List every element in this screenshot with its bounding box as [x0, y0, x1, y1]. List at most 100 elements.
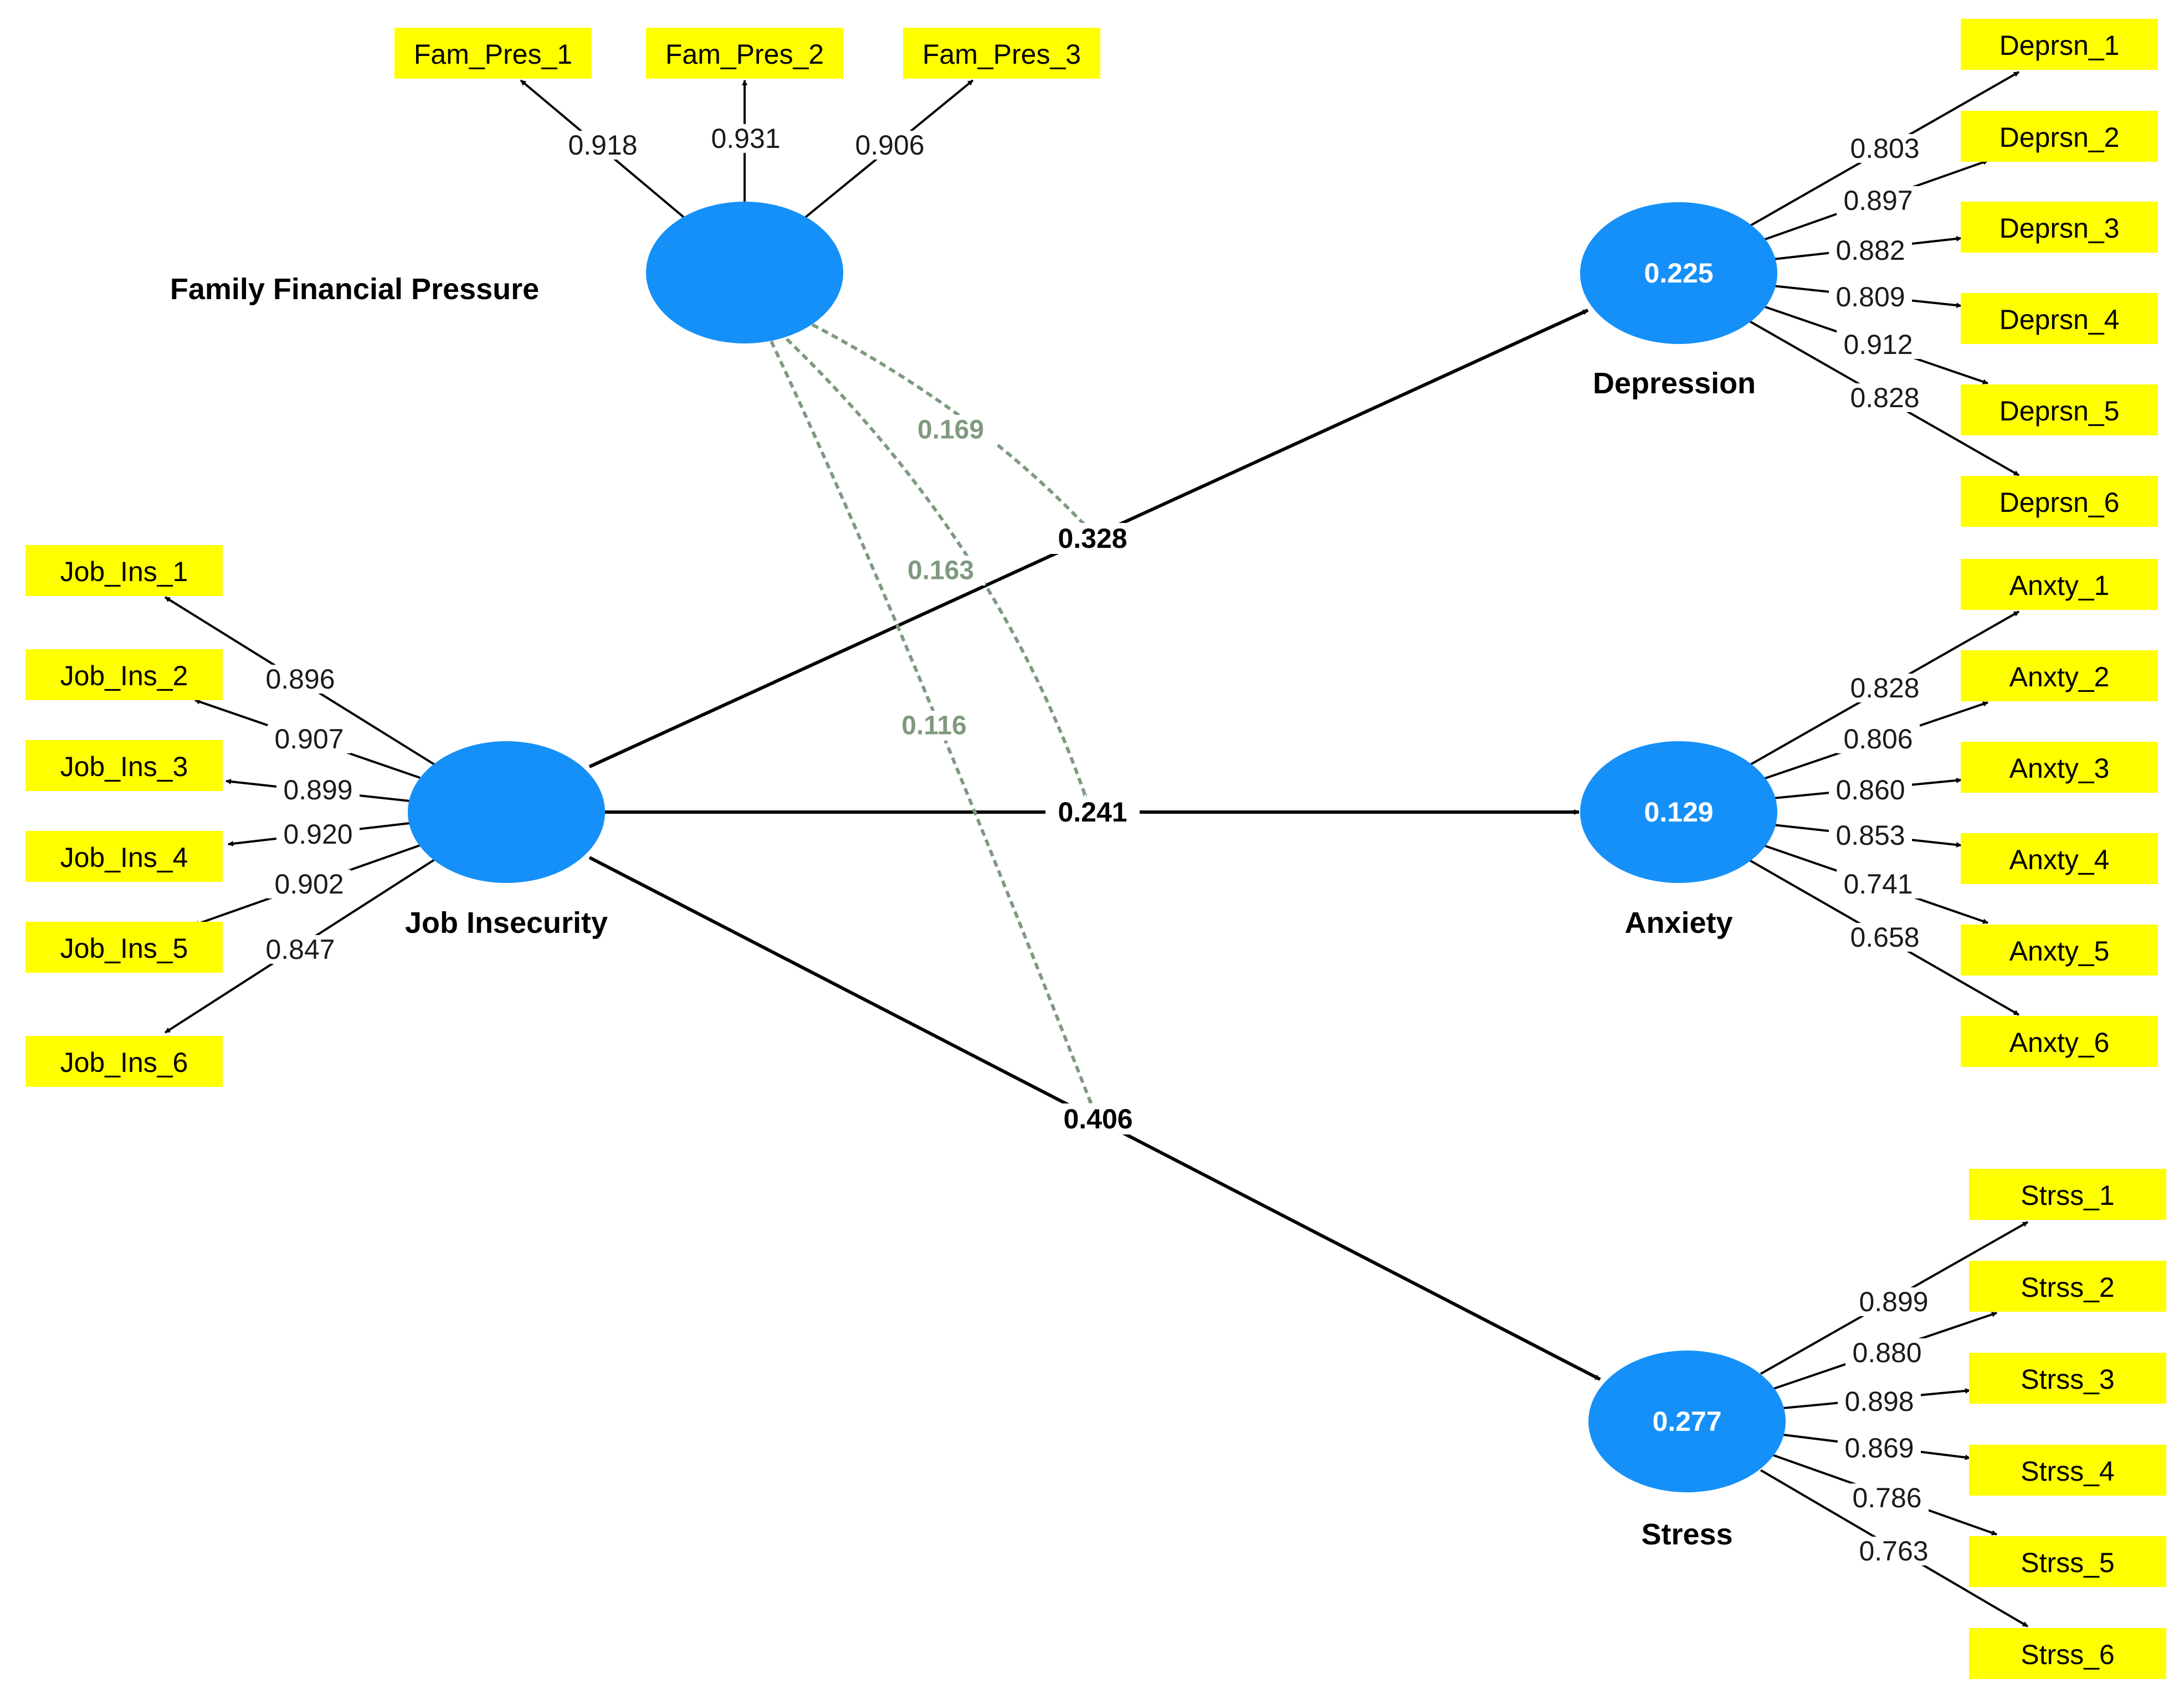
- loading-label-bg: [704, 124, 787, 153]
- indicator-box: [1961, 650, 2158, 701]
- construct-label: Stress: [1641, 1518, 1732, 1551]
- loading-label-bg: [1843, 134, 1926, 163]
- indicator-anx-4: Anxty_4: [1961, 833, 2158, 884]
- loading-label-bg: [1852, 1287, 1935, 1316]
- indicator-label: Fam_Pres_2: [665, 39, 824, 70]
- loading-label-bg: [1837, 870, 1920, 899]
- indicator-box: [394, 28, 592, 79]
- indicator-box: [25, 1036, 223, 1087]
- loading-label-bg: [1838, 1434, 1921, 1462]
- indicator-dep-5: Deprsn_5: [1961, 384, 2158, 435]
- loading-label: 0.880: [1852, 1337, 1921, 1368]
- loading-label: 0.806: [1843, 723, 1913, 754]
- indicator-ji-3: Job_Ins_3: [25, 740, 223, 791]
- indicator-label: Job_Ins_1: [60, 556, 188, 587]
- indicator-label: Job_Ins_3: [60, 751, 188, 782]
- loading-label: 0.847: [265, 934, 335, 965]
- indicator-box: [903, 28, 1100, 79]
- indicator-box: [1969, 1261, 2166, 1312]
- indicator-label: Strss_3: [2021, 1364, 2115, 1395]
- indicator-str-5: Strss_5: [1969, 1536, 2166, 1587]
- indicator-dep-6: Deprsn_6: [1961, 476, 2158, 527]
- construct-ffp: Family Financial Pressure: [170, 202, 843, 343]
- indicator-anx-2: Anxty_2: [1961, 650, 2158, 701]
- indicator-ffp-2: Fam_Pres_2: [646, 28, 843, 79]
- loading-label: 0.869: [1844, 1433, 1914, 1464]
- indicator-label: Fam_Pres_1: [414, 39, 572, 70]
- loading-label: 0.860: [1836, 774, 1905, 805]
- loading-label: 0.803: [1850, 133, 1919, 164]
- indicator-box: [1961, 111, 2158, 162]
- loading-label-bg: [1829, 821, 1912, 850]
- loading-label: 0.786: [1852, 1482, 1921, 1513]
- indicator-box: [1961, 384, 2158, 435]
- loading-label-bg: [1843, 674, 1926, 702]
- indicator-ji-1: Job_Ins_1: [25, 545, 223, 596]
- indicator-box: [1961, 202, 2158, 253]
- r-squared-label: 0.225: [1644, 258, 1713, 289]
- indicator-box: [1961, 742, 2158, 793]
- loading-label-bg: [268, 870, 351, 899]
- indicator-anx-5: Anxty_5: [1961, 925, 2158, 976]
- moderating-arrow-dep: [811, 323, 1086, 527]
- loading-label-bg: [1837, 725, 1920, 753]
- loading-label: 0.906: [855, 130, 924, 161]
- indicator-ji-5: Job_Ins_5: [25, 922, 223, 973]
- loading-label-bg: [561, 131, 644, 160]
- indicator-label: Strss_4: [2021, 1456, 2115, 1487]
- loading-label: 0.896: [265, 664, 335, 695]
- construct-label: Job Insecurity: [405, 906, 608, 939]
- moderating-effect-label: 0.116: [901, 711, 966, 741]
- loading-label-bg: [1852, 1537, 1935, 1565]
- indicator-anx-6: Anxty_6: [1961, 1016, 2158, 1067]
- loading-label-bg: [1837, 330, 1920, 359]
- indicator-str-1: Strss_1: [1969, 1169, 2166, 1220]
- r-squared-label: 0.129: [1644, 797, 1713, 828]
- construct-label: Anxiety: [1624, 906, 1732, 939]
- indicator-label: Deprsn_2: [2000, 122, 2120, 153]
- indicator-box: [1961, 19, 2158, 70]
- loading-label: 0.918: [568, 130, 637, 161]
- indicator-box: [1969, 1445, 2166, 1496]
- loading-label-bg: [1843, 383, 1926, 412]
- indicator-box: [1969, 1536, 2166, 1587]
- loading-label-bg: [259, 935, 342, 964]
- indicator-box: [1961, 476, 2158, 527]
- indicator-label: Deprsn_1: [2000, 30, 2120, 61]
- loading-label: 0.828: [1850, 672, 1919, 704]
- loading-label: 0.763: [1859, 1536, 1928, 1567]
- loading-label: 0.882: [1836, 235, 1905, 266]
- construct-circle: [1588, 1351, 1786, 1492]
- loading-label-bg: [276, 820, 360, 849]
- loading-label-bg: [1838, 1387, 1921, 1416]
- indicator-label: Job_Ins_6: [60, 1047, 188, 1078]
- loading-label-bg: [268, 725, 351, 753]
- indicator-box: [25, 831, 223, 882]
- loading-label: 0.899: [1859, 1286, 1928, 1317]
- indicator-label: Anxty_3: [2009, 753, 2110, 784]
- indicator-box: [25, 922, 223, 973]
- construct-ji: Job Insecurity: [405, 741, 608, 939]
- indicator-box: [1961, 1016, 2158, 1067]
- loading-label: 0.907: [274, 723, 344, 754]
- construct-label: Family Financial Pressure: [170, 273, 539, 306]
- loading-label-bg: [259, 665, 342, 694]
- indicator-anx-1: Anxty_1: [1961, 559, 2158, 610]
- loading-label-bg: [1843, 923, 1926, 952]
- indicator-box: [1961, 293, 2158, 344]
- indicator-label: Strss_1: [2021, 1180, 2115, 1211]
- indicator-ji-4: Job_Ins_4: [25, 831, 223, 882]
- loading-label: 0.898: [1844, 1386, 1914, 1417]
- indicator-box: [25, 649, 223, 700]
- indicator-box: [1969, 1353, 2166, 1404]
- indicator-label: Anxty_1: [2009, 570, 2110, 601]
- indicator-str-2: Strss_2: [1969, 1261, 2166, 1312]
- moderating-arrow-str: [770, 340, 1093, 1105]
- path-coefficient-label: 0.241: [1058, 797, 1127, 828]
